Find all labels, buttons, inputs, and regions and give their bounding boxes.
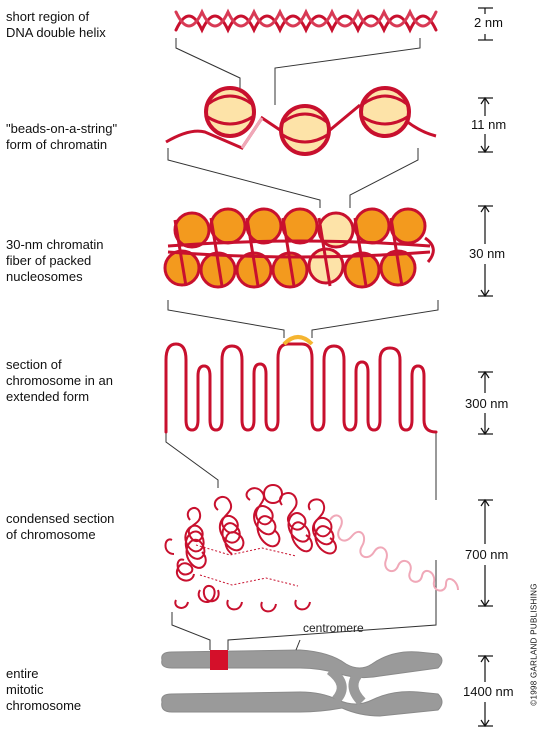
scale-30nm: 30 nm	[469, 246, 506, 261]
nucleosome-bead	[204, 86, 256, 138]
condensed-chromosome-section	[164, 484, 459, 613]
scale-1400nm: 1400 nm	[463, 684, 514, 699]
label-line: of chromosome	[6, 527, 96, 542]
label-line: chromosome in an	[6, 373, 113, 388]
scale-bar-2nm	[478, 7, 493, 41]
label-dna-helix: short region of DNA double helix	[6, 9, 106, 41]
label-line: "beads-on-a-string"	[6, 121, 118, 136]
label-line: mitotic	[6, 682, 44, 697]
scale-11nm: 11 nm	[471, 117, 507, 132]
label-condensed-section: condensed section of chromosome	[6, 511, 114, 543]
nucleosome-bead	[359, 86, 411, 138]
nucleosome-bead	[279, 104, 331, 156]
label-line: nucleosomes	[6, 269, 83, 284]
label-line: entire	[6, 666, 39, 681]
scale-bar-700nm	[478, 498, 493, 608]
scale-2nm: 2 nm	[474, 15, 503, 30]
label-30nm-fiber: 30-nm chromatin fiber of packed nucleoso…	[6, 237, 104, 285]
fiber-linker-dna	[167, 217, 435, 287]
zoom-guide-lines	[165, 38, 439, 650]
label-line: 30-nm chromatin	[6, 237, 104, 252]
label-line: form of chromatin	[6, 137, 108, 152]
mitotic-chromosome	[161, 639, 443, 717]
fiber-bead-row	[173, 207, 427, 249]
sister-chromatid-top	[161, 649, 443, 679]
scale-bar-300nm	[478, 370, 493, 436]
scale-300nm: 300 nm	[465, 396, 509, 411]
label-line: condensed section	[6, 511, 115, 526]
scale-700nm: 700 nm	[465, 547, 509, 562]
sister-chromatid-bottom	[161, 691, 443, 717]
label-extended-section: section of chromosome in an extended for…	[6, 357, 113, 405]
label-beads-on-string: "beads-on-a-string" form of chromatin	[6, 121, 117, 153]
label-line: chromosome	[6, 698, 82, 713]
scale-bars	[478, 7, 493, 728]
label-line: extended form	[6, 389, 90, 404]
extended-chromosome-loops	[164, 335, 438, 434]
label-mitotic-chromosome: entire mitotic chromosome	[6, 666, 81, 714]
label-line: short region of	[6, 9, 90, 24]
label-line: DNA double helix	[6, 25, 106, 40]
label-line: section of	[6, 357, 62, 372]
dna-double-helix	[174, 8, 438, 34]
scale-bar-1400nm	[478, 654, 493, 728]
beads-on-string	[165, 86, 437, 156]
scale-bar-30nm	[478, 204, 493, 298]
scale-bar-11nm	[478, 96, 493, 154]
label-line: fiber of packed	[6, 253, 92, 268]
highlighted-region	[210, 650, 228, 670]
chromatin-fiber-30nm	[163, 207, 435, 289]
